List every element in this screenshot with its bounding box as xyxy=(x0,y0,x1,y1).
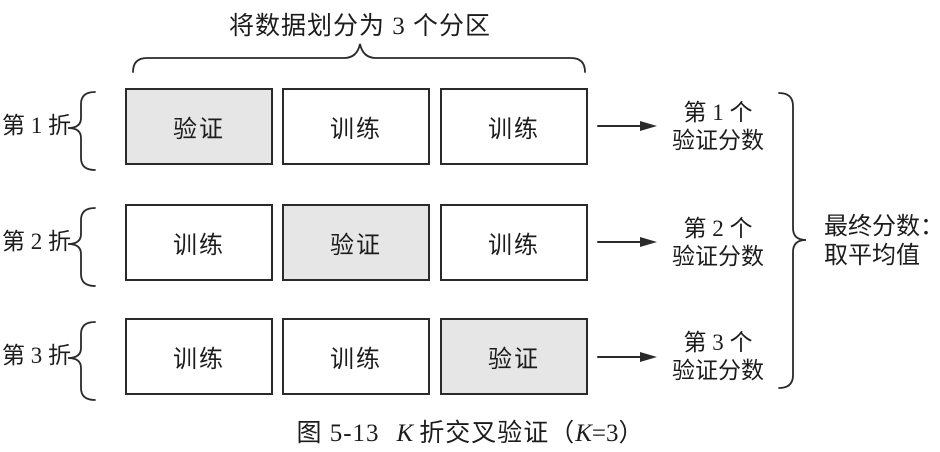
figure-number: 图 5-13 xyxy=(296,420,380,447)
caption-k-italic-2: K xyxy=(575,420,592,447)
fold-2-cell-train-1: 训练 xyxy=(125,204,273,281)
fold-1-cell-validation: 验证 xyxy=(125,88,273,165)
fold-1-score-line1: 第 1 个 xyxy=(683,100,753,125)
fold-3-label: 第 3 折 xyxy=(2,343,71,368)
fold-2-label: 第 2 折 xyxy=(2,229,71,254)
final-score-line1: 最终分数： xyxy=(824,214,940,240)
fold-1-score: 第 1 个 验证分数 xyxy=(648,99,788,155)
fold-1-cell-train-1: 训练 xyxy=(282,88,430,165)
fold-3-score: 第 3 个 验证分数 xyxy=(648,329,788,385)
fold-3-arrow xyxy=(597,352,657,362)
final-score-right-brace xyxy=(778,92,807,389)
fold-1-cell-train-2: 训练 xyxy=(440,88,588,165)
caption-k-italic-1: K xyxy=(396,420,414,447)
fold-1-left-brace xyxy=(67,91,96,171)
partition-label: 将数据划分为 3 个分区 xyxy=(228,13,491,40)
fold-3-left-brace xyxy=(67,321,96,401)
final-score-line2: 取平均值 xyxy=(824,243,920,269)
fold-3-score-line2: 验证分数 xyxy=(672,358,764,383)
fold-1-arrow xyxy=(597,121,657,131)
fold-2-arrow xyxy=(597,237,657,247)
fold-2-cell-validation: 验证 xyxy=(282,204,430,281)
fold-1-score-line2: 验证分数 xyxy=(672,128,764,153)
fold-2-score: 第 2 个 验证分数 xyxy=(648,215,788,271)
final-score-label: 最终分数： 取平均值 xyxy=(824,213,940,271)
fold-3-cell-validation: 验证 xyxy=(440,318,588,395)
fold-3-cell-train-2: 训练 xyxy=(282,318,430,395)
fold-2-score-line1: 第 2 个 xyxy=(683,216,753,241)
fold-3-score-line1: 第 3 个 xyxy=(683,330,753,355)
fold-2-score-line2: 验证分数 xyxy=(672,244,764,269)
fold-2-cell-train-2: 训练 xyxy=(440,204,588,281)
top-partition-brace xyxy=(132,43,586,73)
caption-title-mid: 折交叉验证（ xyxy=(419,420,576,447)
fold-3-cell-train-1: 训练 xyxy=(125,318,273,395)
fold-2-left-brace xyxy=(67,207,96,287)
caption-title-end: =3） xyxy=(591,420,644,447)
fold-1-label: 第 1 折 xyxy=(2,113,71,138)
